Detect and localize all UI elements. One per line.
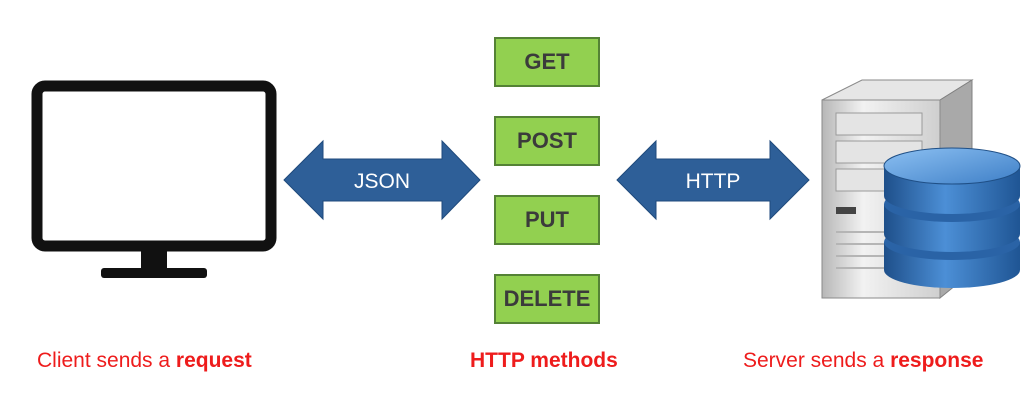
json-double-arrow: JSON [283,139,481,221]
method-put-box: PUT [494,195,600,245]
server-caption: Server sends a response [743,349,983,373]
monitor-icon [31,80,277,278]
client-caption-emphasis: request [175,349,252,372]
server-caption-emphasis: response [890,349,984,372]
method-post-box: POST [494,116,600,166]
method-delete-box: DELETE [494,274,600,324]
database-icon [883,147,1021,288]
http-arrow-label: HTTP [686,170,741,193]
client-caption: Client sends a request [37,349,252,373]
client-caption-prefix: Client sends a [37,349,176,372]
server-caption-prefix: Server sends a [743,349,891,372]
method-get-box: GET [494,37,600,87]
json-arrow-label: JSON [354,170,410,193]
methods-caption: HTTP methods [470,349,618,372]
http-double-arrow: HTTP [616,139,810,221]
